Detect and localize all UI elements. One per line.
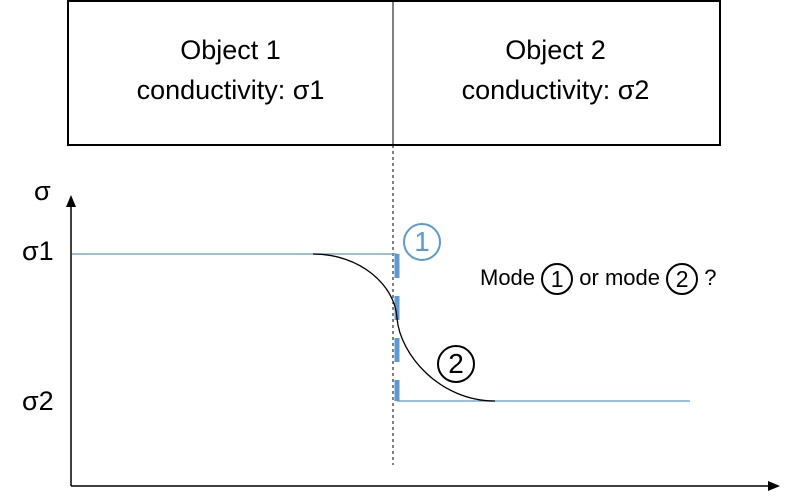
object2-name: Object 2: [505, 35, 606, 65]
x-axis-arrow-icon: [768, 481, 780, 491]
objects-box: [67, 0, 721, 146]
y-axis-arrow-icon: [66, 195, 76, 207]
tick-sigma2: σ2: [22, 386, 54, 416]
tick-sigma1: σ1: [22, 236, 54, 266]
question-middle: or mode: [579, 265, 661, 290]
mode2-marker: 2: [437, 345, 475, 383]
object2-conductivity: conductivity: σ2: [461, 75, 650, 105]
object1-label: Object 1 conductivity: σ1: [68, 30, 393, 110]
question-mode1-marker: 1: [541, 263, 574, 296]
question-prefix: Mode: [480, 265, 536, 290]
mode2-curve: [312, 253, 496, 402]
question-mode2-marker: 2: [666, 263, 699, 296]
question-suffix: ?: [704, 265, 717, 290]
y-axis-label: σ: [34, 176, 51, 206]
mode-question: Mode 1 or mode 2 ?: [480, 262, 717, 296]
object1-conductivity: conductivity: σ1: [136, 75, 325, 105]
mode1-marker: 1: [403, 223, 441, 261]
object2-label: Object 2 conductivity: σ2: [393, 30, 718, 110]
object1-name: Object 1: [180, 35, 281, 65]
